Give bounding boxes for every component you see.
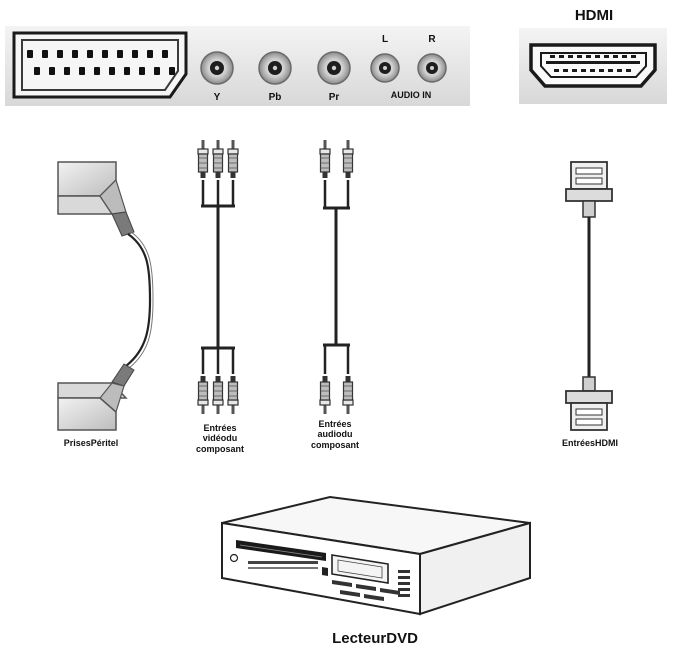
component-video-caption-line2: vidéodu	[202, 433, 238, 444]
component-audio-caption: Entrées audiodu composant	[295, 419, 375, 450]
scart-pin	[139, 67, 145, 75]
component-video-cable	[197, 140, 239, 414]
scart-pin	[57, 50, 63, 58]
scart-socket	[12, 31, 188, 99]
rca-plug	[197, 140, 209, 178]
scart-pin	[72, 50, 78, 58]
hdmi-pin	[631, 55, 636, 58]
component-audio-caption-line2: audiodu	[317, 429, 353, 440]
hdmi-pin	[590, 69, 595, 72]
hdmi-pin	[577, 55, 582, 58]
hdmi-pin	[604, 55, 609, 58]
audio-in-label: AUDIO IN	[390, 90, 432, 100]
scart-pin	[124, 67, 130, 75]
component-video-caption-line3: composant	[195, 443, 244, 454]
hdmi-pin	[608, 69, 613, 72]
rca-plug	[212, 140, 224, 178]
hdmi-pin	[626, 69, 631, 72]
hdmi-pin	[595, 55, 600, 58]
hdmi-pin	[550, 55, 555, 58]
component-video-caption: Entrées vidéodu composant	[180, 423, 260, 454]
jack-audio-left	[370, 53, 400, 83]
component-audio-caption-line3: composant	[310, 439, 359, 450]
rca-plug	[212, 376, 224, 414]
scart-pin	[49, 67, 55, 75]
scart-pin	[117, 50, 123, 58]
hdmi-pin	[581, 69, 586, 72]
hdmi-pin	[559, 55, 564, 58]
rca-plug	[342, 140, 354, 178]
rca-plug	[227, 140, 239, 178]
scart-pin	[147, 50, 153, 58]
hdmi-pin	[554, 69, 559, 72]
hdmi-pin	[572, 69, 577, 72]
component-audio-cable	[319, 140, 354, 414]
hdmi-caption: EntréesHDMI	[561, 438, 618, 448]
scart-pin	[27, 50, 33, 58]
component-audio-caption-line1: Entrées	[318, 419, 352, 429]
rca-plug	[197, 376, 209, 414]
jack-label-pb: Pb	[268, 92, 282, 103]
scart-pin	[34, 67, 40, 75]
component-video-caption-line1: Entrées	[203, 423, 237, 433]
scart-pin	[94, 67, 100, 75]
audio-right-label: R	[428, 34, 436, 45]
scart-cable	[57, 161, 154, 431]
scart-caption: PrisesPéritel	[63, 438, 119, 448]
jack-y	[200, 51, 234, 85]
hdmi-pin	[599, 69, 604, 72]
jack-pb	[258, 51, 292, 85]
rca-plug	[319, 376, 331, 414]
hdmi-title: HDMI	[574, 7, 614, 24]
scart-pin	[162, 50, 168, 58]
hdmi-pin	[586, 55, 591, 58]
scart-pin	[64, 67, 70, 75]
scart-pin	[42, 50, 48, 58]
jack-label-y: Y	[213, 92, 221, 103]
hdmi-pin	[622, 55, 627, 58]
dvd-player-caption: LecteurDVD	[332, 630, 418, 647]
jack-label-pr: Pr	[328, 92, 340, 103]
scart-pin	[154, 67, 160, 75]
hdmi-pin	[568, 55, 573, 58]
hdmi-pin	[617, 69, 622, 72]
hdmi-socket	[519, 28, 667, 104]
rca-plug	[342, 376, 354, 414]
scart-pin	[169, 67, 175, 75]
scart-pin	[109, 67, 115, 75]
audio-left-label: L	[381, 34, 389, 45]
scart-pin	[87, 50, 93, 58]
dvd-player-illustration	[221, 495, 531, 616]
rca-plug	[227, 376, 239, 414]
hdmi-cable	[565, 161, 613, 431]
jack-pr	[317, 51, 351, 85]
scart-pin	[132, 50, 138, 58]
jack-audio-right	[417, 53, 447, 83]
scart-pin	[79, 67, 85, 75]
rca-plug	[319, 140, 331, 178]
hdmi-pin	[563, 69, 568, 72]
scart-pin	[102, 50, 108, 58]
hdmi-pin	[613, 55, 618, 58]
